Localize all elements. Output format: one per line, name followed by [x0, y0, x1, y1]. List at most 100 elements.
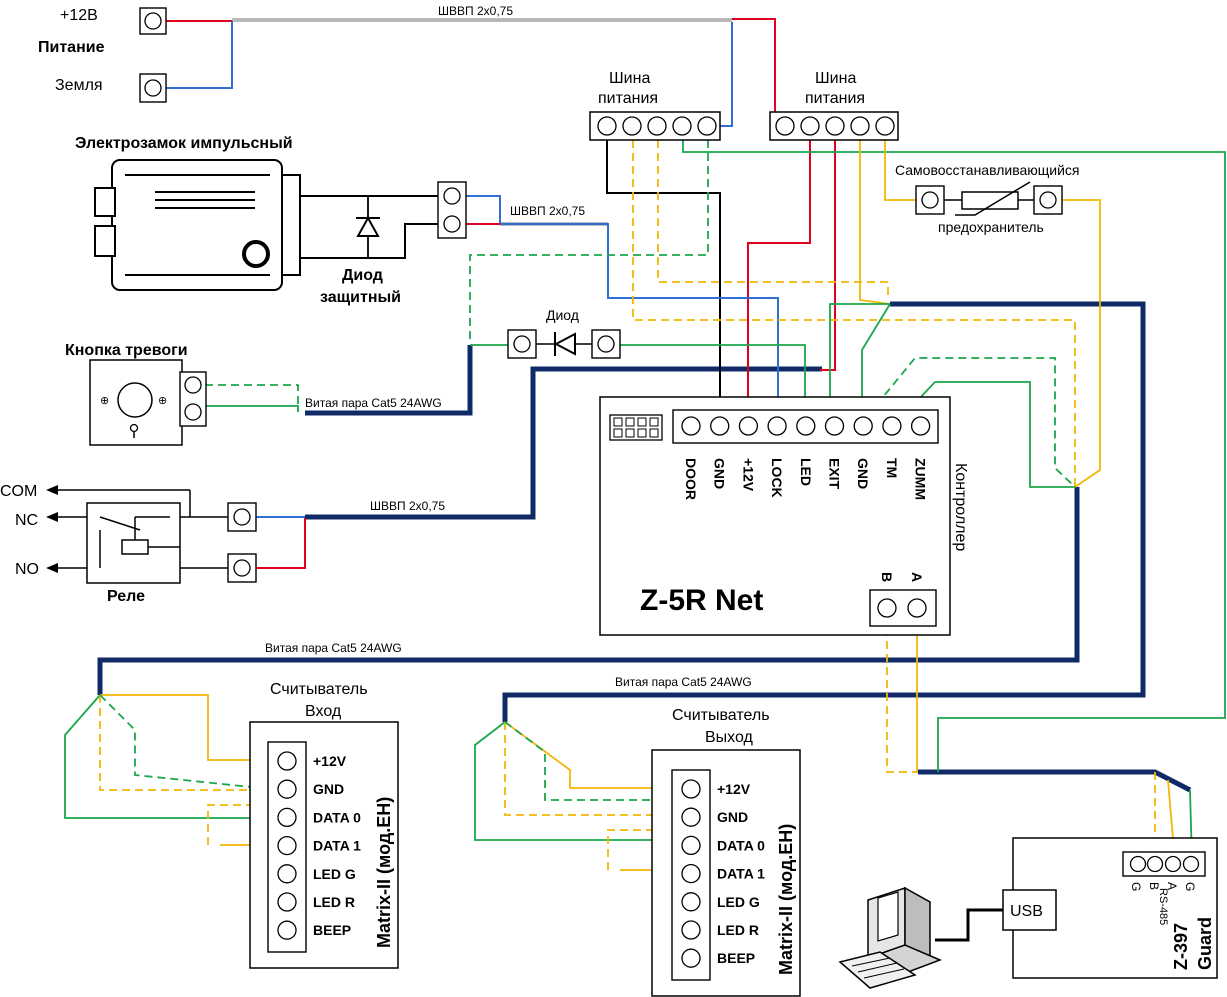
bus-lock-wire	[820, 140, 836, 371]
fuse-yellow	[884, 140, 918, 201]
controller-dip-icon	[609, 414, 663, 441]
relay-cable-label: ШВВП 2х0,75	[370, 499, 445, 513]
reader-out-pin-1	[681, 807, 701, 827]
reader-in-pin-6	[277, 920, 297, 940]
power-cable-label: ШВВП 2х0,75	[438, 4, 513, 18]
lockdiode-wire-bot	[300, 223, 438, 259]
controller-name: Z-5R Net	[640, 584, 763, 617]
reader-out-pin-label-4: LED G	[717, 894, 760, 910]
controller-terminal-4	[796, 416, 816, 436]
relay-title: Реле	[107, 588, 145, 605]
reader-in-model: Matrix-II (мод.ЕН)	[374, 797, 394, 948]
reader-in-pin-label-5: LED R	[313, 894, 355, 910]
controller-terminal-3	[767, 416, 787, 436]
alarm-key-icon: ⊕ ⊕	[100, 382, 167, 438]
trunk-reader-in	[97, 487, 1080, 695]
converter-pin-b: B	[1147, 882, 1161, 890]
controller-terminal-label-5: EXIT	[827, 458, 843, 490]
reader-out-pin-3	[681, 863, 701, 884]
reader-out-pin-label-1: GND	[717, 809, 748, 825]
rout-green-dash	[504, 721, 690, 801]
lock-diode-label-2: защитный	[320, 289, 401, 306]
bus-yellow-dash-1	[632, 140, 1076, 487]
fuse-out-yellow	[1060, 199, 1101, 488]
lock-diode-label-1: Диод	[342, 267, 383, 284]
power-terminals: +12В Питание Земля ШВВП 2х0,75	[38, 4, 513, 103]
converter-name-2: Guard	[1195, 917, 1215, 970]
reader-out-title-1: Считыватель	[672, 707, 770, 724]
lock-title: Электрозамок импульсный	[75, 135, 293, 152]
rin-yellow-dash	[99, 695, 280, 791]
reader-in-pin-0	[277, 751, 297, 771]
svg-text:⊕: ⊕	[100, 395, 109, 407]
bus-wiring	[64, 615, 1193, 871]
fuse-icon	[944, 181, 1034, 216]
alarm-green	[205, 405, 299, 412]
reader-out-pin-5	[681, 920, 701, 940]
controller-rs485-a: A	[909, 572, 925, 582]
trunk-main	[502, 301, 1146, 722]
reader-in-pin-3	[277, 835, 297, 856]
converter-pin-a: A	[1165, 882, 1179, 890]
controller-terminal-label-4: LED	[798, 458, 814, 486]
power-wiring	[166, 18, 1226, 772]
controller-terminal-label-3: LOCK	[769, 458, 785, 498]
trunk-relay	[305, 366, 822, 520]
alarm-title: Кнопка тревоги	[65, 342, 188, 359]
reader-out-pin-label-2: DATA 0	[717, 837, 765, 853]
alarm-button: Кнопка тревоги ⊕ ⊕ Витая пара Cat5 24AWG	[65, 342, 442, 446]
usb-cable	[935, 908, 1003, 942]
converter-rs485-label: RS-485	[1157, 888, 1169, 925]
diode: Диод	[507, 307, 621, 359]
reader-out-pin-2	[681, 835, 701, 856]
fuse-title: Самовосстанавливающийся	[895, 162, 1080, 178]
reader-in-pin-4	[277, 864, 297, 884]
reader-out-pin-label-6: BEEP	[717, 950, 755, 966]
reader-in-cable-label: Витая пара Cat5 24AWG	[265, 641, 402, 655]
relay-no-label: NO	[15, 561, 39, 578]
alarm-cable-label: Витая пара Cat5 24AWG	[305, 396, 442, 410]
reader-in-pin-label-1: GND	[313, 781, 344, 797]
reader-in-pin-label-3: DATA 1	[313, 838, 361, 854]
reader-out-pin-6	[681, 948, 701, 968]
bus-green-dash	[469, 140, 709, 340]
controller-terminal-0	[681, 416, 701, 436]
exit-green	[829, 303, 890, 425]
controller-rs485-b: B	[879, 572, 895, 582]
reader-in-pin-label-2: DATA 0	[313, 809, 361, 825]
relay: COM NC NO Реле ШВВП 2х0,75	[0, 483, 445, 605]
reader-in-title-2: Вход	[305, 703, 342, 720]
rs485-b-dash	[886, 615, 918, 773]
power-section-label: Питание	[38, 39, 105, 56]
controller-terminal-label-0: DOOR	[683, 458, 699, 500]
busbar-left-title-1: Шина	[609, 70, 650, 87]
trunk-alarm	[305, 345, 473, 416]
reader-out-model: Matrix-II (мод.ЕН)	[776, 824, 796, 975]
bus-gnd-wire	[606, 140, 721, 425]
fuse-subtitle: предохранитель	[938, 219, 1044, 235]
rin-green-dash	[99, 694, 281, 791]
lock-blue-wire	[466, 195, 779, 425]
controller-terminal-label-2: +12V	[740, 458, 756, 492]
reader-out-pin-label-5: LED R	[717, 922, 759, 938]
fuse: Самовосстанавливающийся предохранитель	[895, 162, 1080, 235]
zumm-green-dash	[859, 357, 1076, 488]
reader-out-title-2: Выход	[705, 729, 754, 746]
controller-terminal-label-8: ZUMM	[913, 458, 929, 500]
power-plus-label: +12В	[60, 7, 98, 24]
reader-in-title-1: Считыватель	[270, 681, 368, 698]
controller-terminal-5	[824, 416, 845, 436]
busbar-right-title-2: питания	[805, 90, 865, 107]
reader-in-pin-1	[277, 779, 297, 799]
relay-com-label: COM	[0, 483, 37, 500]
reader-in-pin-5	[277, 892, 297, 912]
reader-out-pin-label-0: +12V	[717, 781, 751, 797]
usb-label: USB	[1010, 903, 1043, 920]
power-blue-to-bus	[706, 22, 733, 127]
busbar-left-title-2: питания	[598, 90, 658, 107]
controller-terminal-6	[853, 416, 873, 436]
